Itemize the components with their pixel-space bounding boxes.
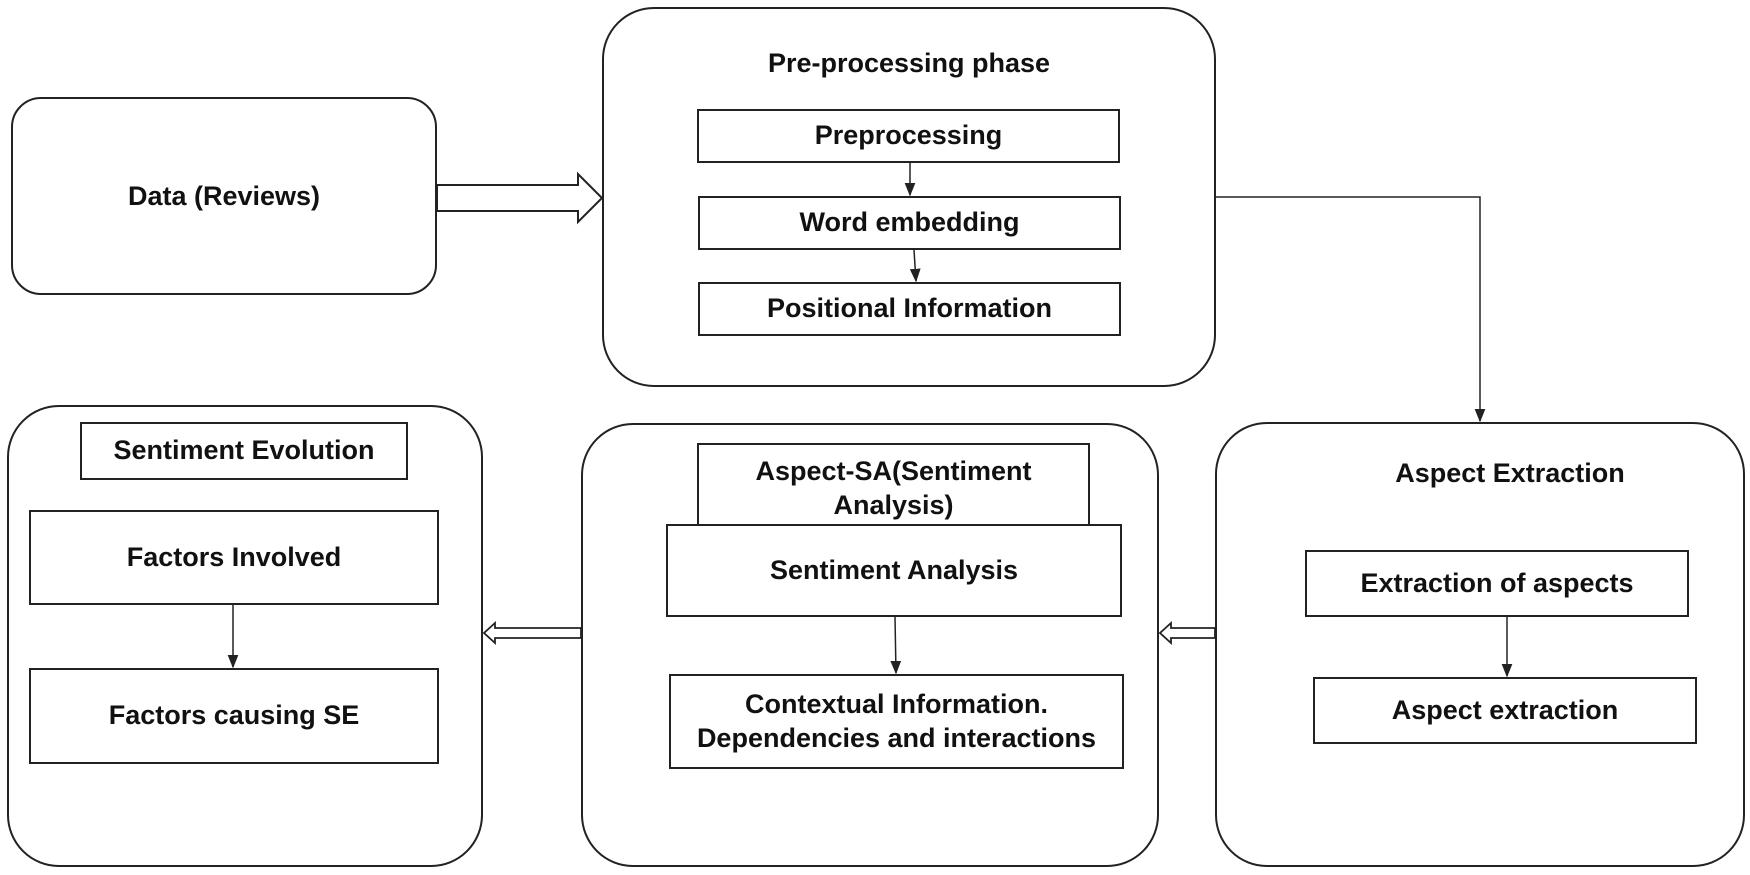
data-reviews-label: Data (Reviews) (127, 180, 321, 211)
sentiment-analysis-step: Sentiment Analysis (666, 524, 1122, 617)
word-embedding-step: Word embedding (698, 196, 1121, 250)
aspect-sa-title-box: Aspect-SA(Sentiment Analysis) (697, 443, 1090, 527)
aspect-extraction-panel (1215, 422, 1745, 867)
contextual-information-step: Contextual Information. Dependencies and… (669, 674, 1124, 769)
extraction-of-aspects-step: Extraction of aspects (1305, 550, 1689, 617)
sentiment-evolution-title-box: Sentiment Evolution (80, 422, 408, 480)
sentiment-to-contextual-arrow (890, 616, 902, 675)
sentiment-evolution-panel (7, 405, 483, 867)
aspect-extraction-to-sa-arrow (1158, 620, 1216, 646)
aspect-extraction-step: Aspect extraction (1313, 677, 1697, 744)
data-to-preprocessing-arrow (436, 171, 604, 225)
preprocessing-step: Preprocessing (697, 109, 1120, 163)
aspect-extraction-title: Aspect Extraction (1395, 458, 1625, 488)
embedding-to-positional-arrow (909, 249, 921, 283)
data-reviews-node: Data (Reviews) (11, 97, 437, 295)
sa-to-sentiment-evolution-arrow (482, 620, 582, 646)
positional-information-step: Positional Information (698, 282, 1121, 336)
preprocessing-phase-title: Pre-processing phase (767, 48, 1051, 78)
preprocessing-to-aspect-extraction-arrow (1216, 196, 1486, 423)
factors-involved-step: Factors Involved (29, 510, 439, 605)
factors-causing-se-step: Factors causing SE (29, 668, 439, 764)
